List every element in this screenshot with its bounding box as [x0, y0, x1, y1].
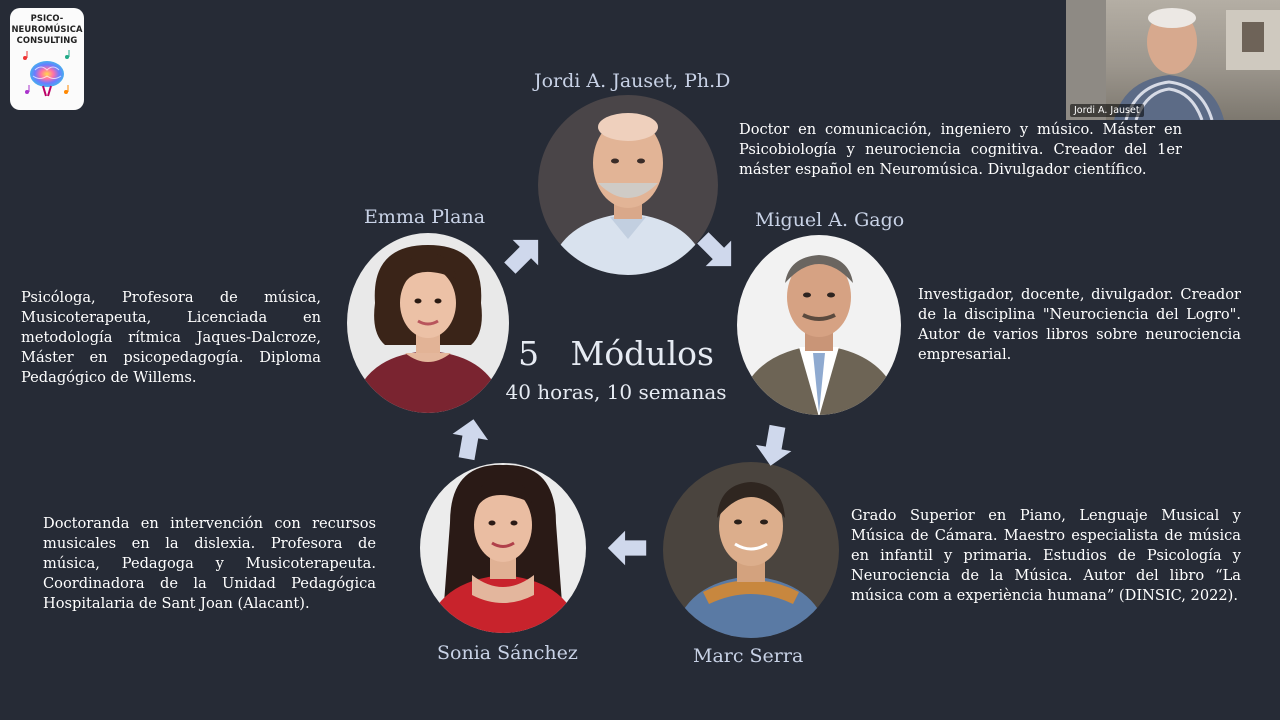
bio-sonia: Doctoranda en intervención con recursos … [43, 515, 376, 612]
brain-music-icon [23, 50, 70, 97]
arrow-miguel-to-marc [755, 424, 792, 466]
photo-sonia [420, 463, 586, 633]
photo-marc [663, 462, 839, 638]
bio-emma: Psicóloga, Profesora de música, Musicote… [21, 289, 321, 386]
photo-miguel [737, 235, 901, 415]
name-emma: Emma Plana [364, 206, 486, 228]
name-jordi: Jordi A. Jauset, Ph.D [534, 70, 731, 92]
video-call-tile[interactable]: Jordi A. Jauset [1066, 0, 1280, 120]
arrow-sonia-to-emma [452, 419, 489, 461]
logo-line-3: CONSULTING [16, 35, 78, 45]
name-miguel: Miguel A. Gago [755, 209, 905, 231]
bio-jordi: Doctor en comunicación, ingeniero y músi… [739, 121, 1182, 178]
name-sonia: Sonia Sánchez [437, 642, 578, 664]
arrow-emma-to-jordi [504, 239, 539, 274]
bio-miguel: Investigador, docente, divulgador. Cread… [918, 286, 1241, 363]
modules-subtitle: 40 horas, 10 semanas [505, 380, 727, 404]
arrow-marc-to-sonia [607, 530, 647, 566]
logo-line-1: PSICO- [30, 13, 64, 23]
participant-name-label: Jordi A. Jauset [1070, 104, 1144, 117]
logo-line-2: NEUROMÚSICA [11, 24, 83, 34]
arrow-jordi-to-miguel [697, 232, 732, 267]
name-marc: Marc Serra [693, 645, 804, 667]
company-logo: PSICO- NEUROMÚSICA CONSULTING [10, 8, 84, 110]
photo-emma [347, 233, 509, 413]
participant-video [1066, 0, 1280, 120]
photo-jordi [538, 95, 718, 275]
bio-marc: Grado Superior en Piano, Lenguaje Musica… [851, 507, 1241, 604]
modules-title: 5 Módulos [518, 334, 714, 373]
